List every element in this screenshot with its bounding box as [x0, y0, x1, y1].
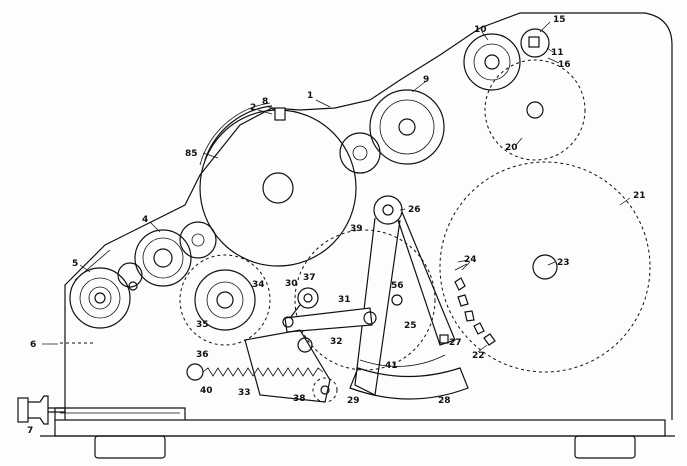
label-34: 34 [252, 280, 265, 290]
gear-21 [439, 161, 651, 373]
label-38: 38 [293, 394, 306, 404]
label-26: 26 [408, 205, 421, 215]
lever-33 [186, 329, 338, 403]
label-24: 24 [464, 255, 477, 265]
gear-20 [484, 59, 586, 161]
label-23: 23 [557, 258, 570, 268]
drum-85 [199, 102, 357, 267]
label-56: 56 [391, 281, 404, 291]
label-41: 41 [385, 361, 398, 371]
label-37: 37 [303, 273, 316, 283]
label-35: 35 [196, 320, 209, 330]
label-39: 39 [350, 224, 363, 234]
label-7: 7 [27, 426, 33, 436]
label-11: 11 [551, 48, 564, 58]
gear-9 [369, 89, 445, 165]
label-21: 21 [633, 191, 646, 201]
label-27: 27 [449, 338, 462, 348]
label-36: 36 [196, 350, 209, 360]
label-31: 31 [338, 295, 351, 305]
label-4: 4 [142, 215, 148, 225]
base-plate [40, 407, 675, 459]
handle-7 [17, 395, 66, 425]
label-6: 6 [30, 340, 36, 350]
label-85: 85 [185, 149, 198, 159]
pulley-5 [69, 262, 143, 329]
label-22: 22 [472, 351, 485, 361]
reference-numerals: 1 2 8 4 5 6 7 9 10 11 15 16 20 21 22 23 … [27, 15, 646, 436]
idler-gear [339, 132, 381, 174]
label-29: 29 [347, 396, 360, 406]
label-33: 33 [238, 388, 251, 398]
link-31 [282, 287, 377, 333]
label-10: 10 [474, 25, 487, 35]
label-8: 8 [262, 97, 268, 107]
label-40: 40 [200, 386, 213, 396]
housing-outline [64, 12, 673, 420]
gear-34 [179, 254, 271, 346]
label-32: 32 [330, 337, 343, 347]
gear-4 [134, 221, 217, 287]
label-28: 28 [438, 396, 451, 406]
label-16: 16 [558, 60, 571, 70]
label-15: 15 [553, 15, 566, 25]
gear-10 [463, 28, 550, 91]
label-1: 1 [307, 91, 313, 101]
label-5: 5 [72, 259, 78, 269]
label-20: 20 [505, 143, 518, 153]
lever-25 [349, 195, 469, 400]
label-30: 30 [285, 279, 298, 289]
label-9: 9 [423, 75, 429, 85]
label-2: 2 [250, 103, 256, 113]
spring-40 [202, 367, 324, 377]
label-25: 25 [404, 321, 417, 331]
